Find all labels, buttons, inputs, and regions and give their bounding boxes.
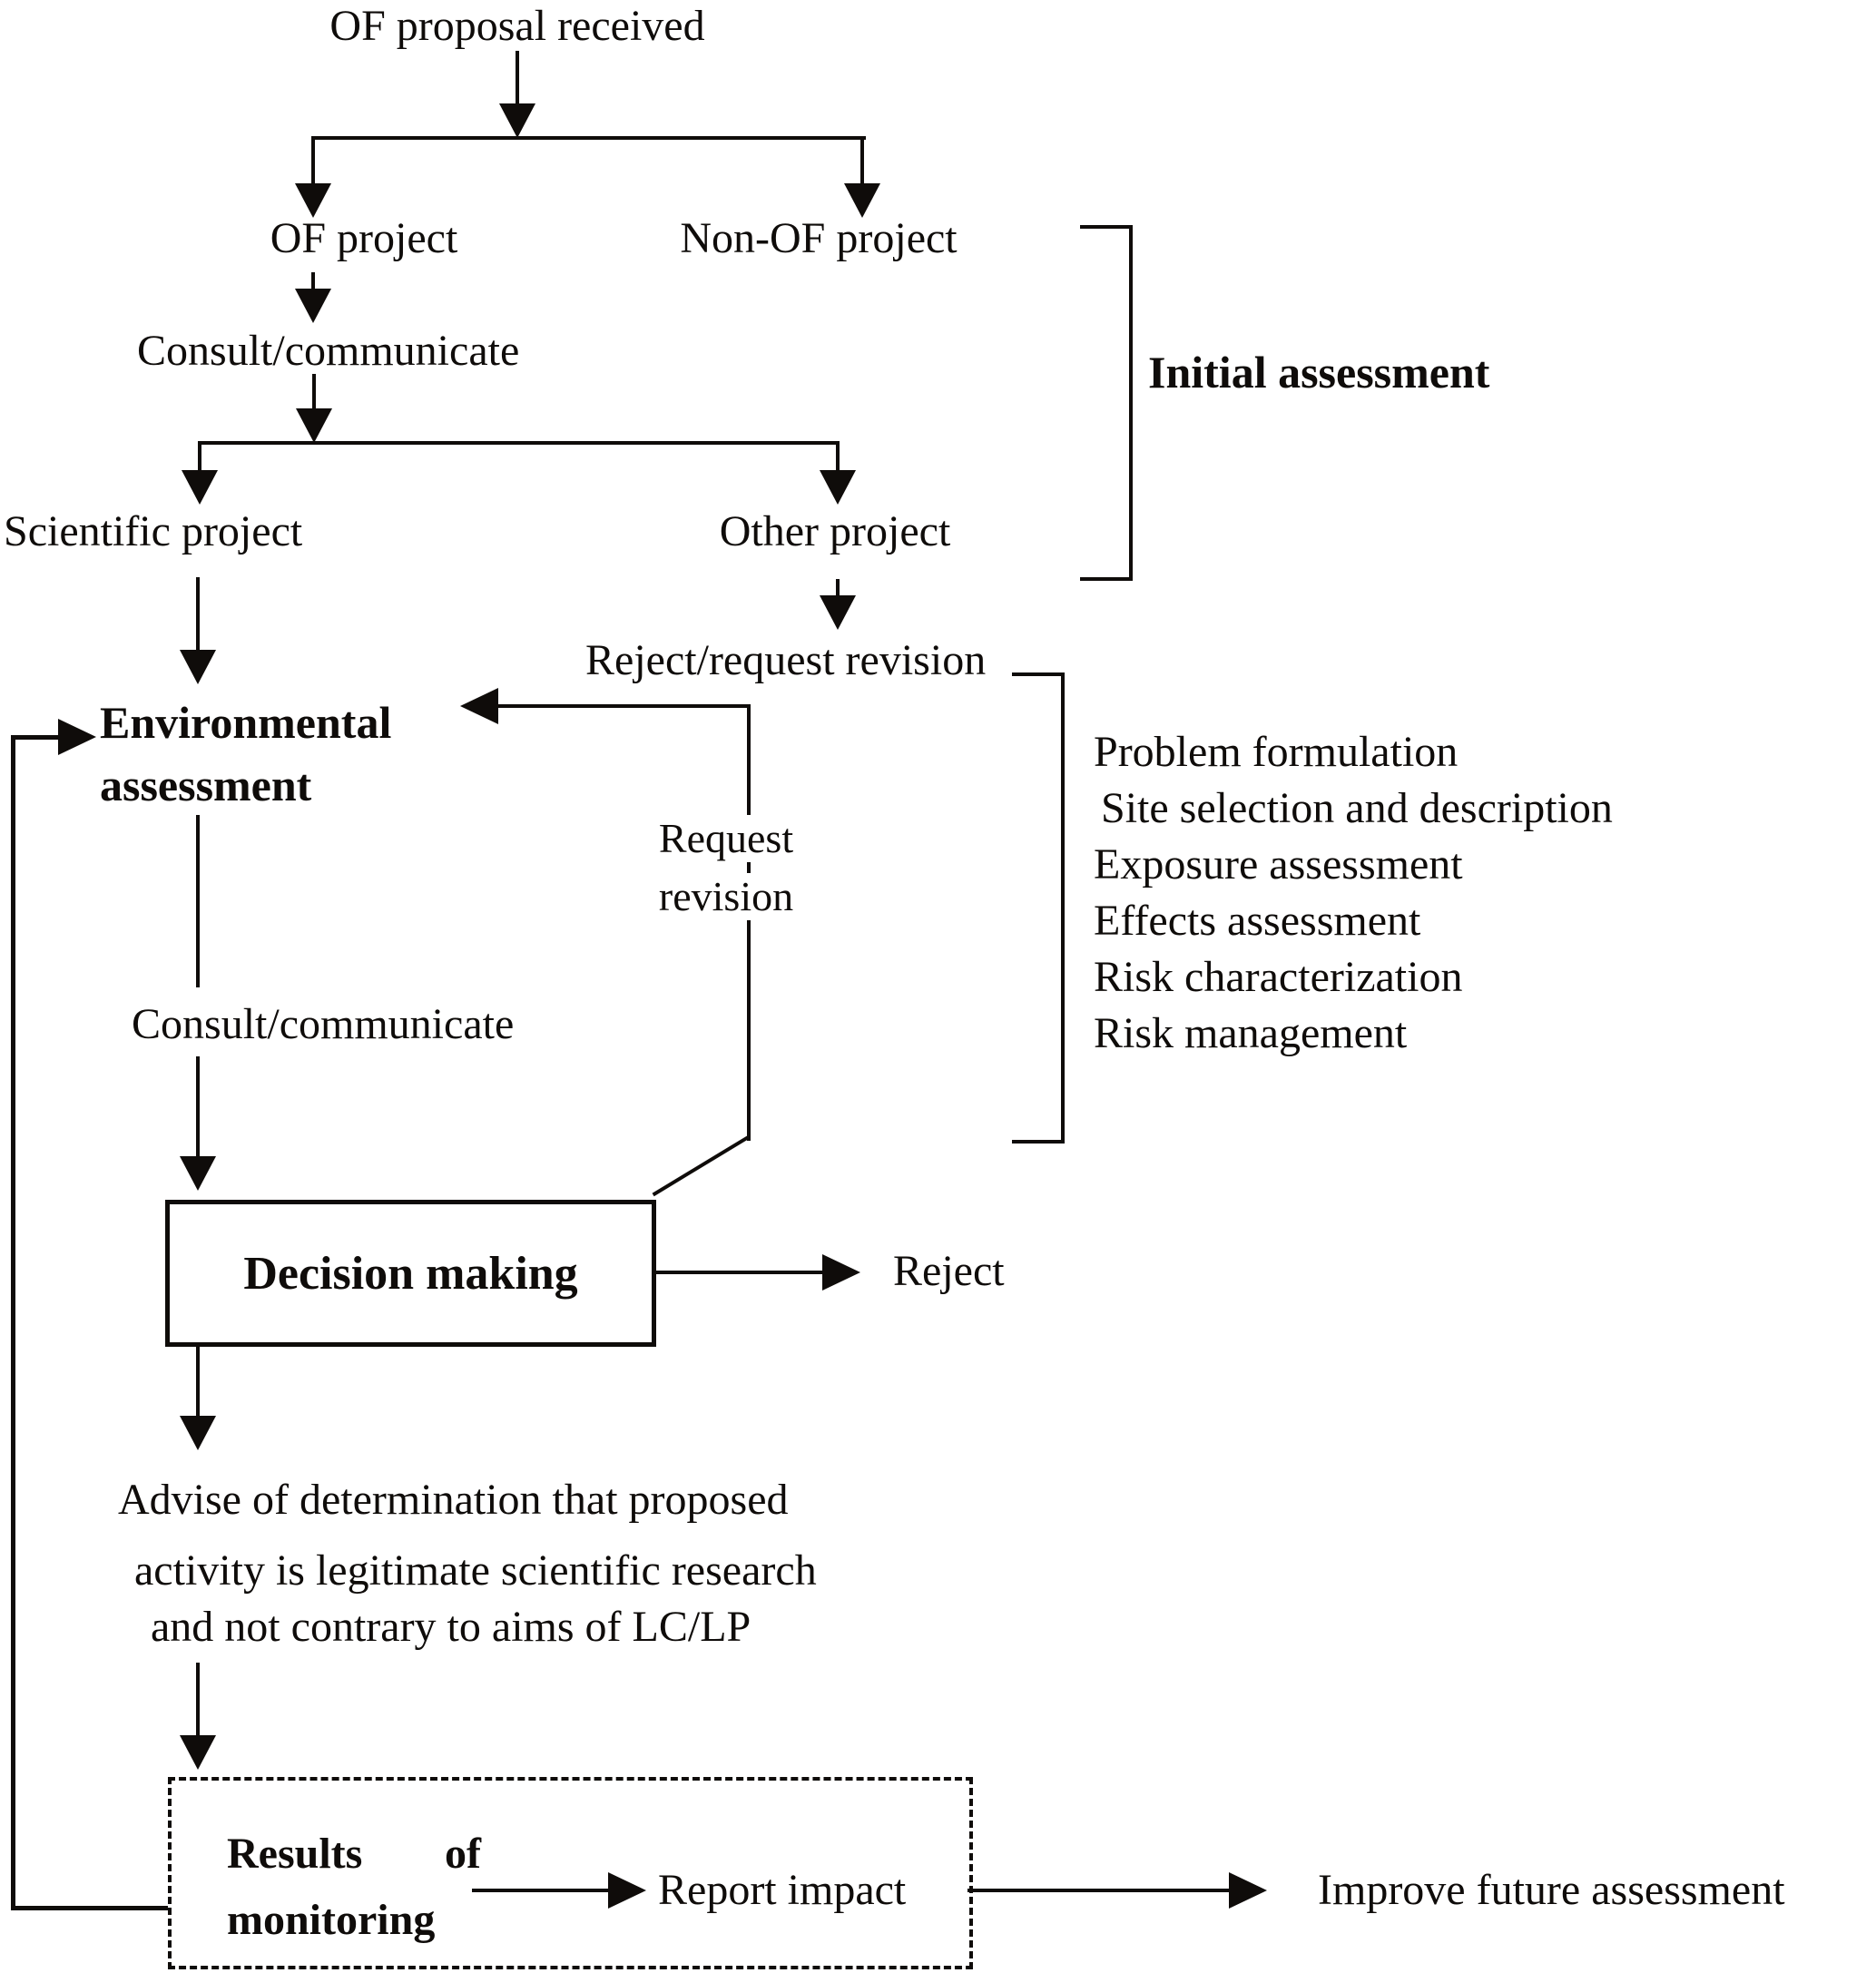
loop-left-top-horizontal (11, 735, 60, 740)
connector-title-stem (516, 51, 519, 105)
node-of-proposal-received: OF proposal received (329, 2, 705, 50)
bracket2-top-tick (1012, 672, 1061, 676)
label-request-revision-line2: revision (649, 873, 803, 921)
node-consult-communicate-2: Consult/communicate (132, 1000, 515, 1048)
node-advise-line1: Advise of determination that proposed (118, 1476, 789, 1524)
arrowhead-down-split1 (499, 103, 535, 138)
loop-left-bottom-horizontal (11, 1906, 168, 1910)
bracket2-vertical (1061, 672, 1065, 1144)
arrowhead-down-other (820, 470, 856, 505)
label-initial-assessment: Initial assessment (1148, 347, 1490, 398)
node-results-word1: Results (227, 1830, 363, 1878)
arrowhead-right-reject (822, 1254, 860, 1291)
connector-branch-non-of-project (860, 136, 864, 185)
arrowhead-down-non-of-project (844, 183, 880, 218)
node-decision-making-label: Decision making (243, 1247, 578, 1300)
connector-branch-other (836, 441, 840, 472)
list-item-problem-formulation: Problem formulation (1094, 728, 1459, 776)
loop-revision-diagonal (652, 1135, 749, 1197)
arrowhead-down-decision (180, 1156, 216, 1191)
bracket1-vertical (1129, 225, 1133, 581)
list-item-site-selection: Site selection and description (1101, 784, 1613, 832)
node-decision-making-box: Decision making (165, 1200, 656, 1347)
connector-split2 (200, 441, 839, 445)
label-request-revision-line1: Request (649, 815, 803, 863)
list-item-effects-assessment: Effects assessment (1094, 897, 1421, 945)
connector-consult2-decision (196, 1056, 200, 1158)
arrowhead-down-scientific (182, 470, 218, 505)
connector-decision-reject (656, 1271, 822, 1274)
connector-advise-results (196, 1663, 200, 1737)
bracket2-bottom-tick (1012, 1140, 1061, 1144)
node-improve-future-assessment: Improve future assessment (1318, 1866, 1785, 1914)
node-advise-line2: activity is legitimate scientific resear… (134, 1546, 817, 1595)
connector-report-improve (967, 1889, 1229, 1892)
node-scientific-project: Scientific project (4, 507, 303, 555)
node-advise-line3: and not contrary to aims of LC/LP (151, 1603, 751, 1651)
connector-results-report (472, 1889, 608, 1892)
node-results-of-line: Results of (227, 1831, 481, 1877)
list-item-risk-characterization: Risk characterization (1094, 953, 1463, 1001)
arrowhead-down-advise (180, 1416, 216, 1450)
connector-branch-of-project (311, 136, 315, 185)
node-environmental-assessment-line1: Environmental (100, 697, 392, 748)
node-consult-communicate-1: Consult/communicate (137, 327, 520, 375)
arrowhead-down-ea (180, 650, 216, 684)
arrowhead-right-improve (1229, 1872, 1267, 1909)
node-reject-request-revision: Reject/request revision (585, 636, 987, 684)
loop-revision-horizontal (498, 704, 751, 708)
arrowhead-right-into-ea (58, 719, 96, 755)
connector-branch-scientific (198, 441, 201, 472)
arrowhead-down-split2 (296, 408, 332, 443)
bracket1-top-tick (1080, 225, 1129, 229)
node-of-project: OF project (270, 214, 458, 262)
bracket1-bottom-tick (1080, 577, 1129, 581)
node-report-impact: Report impact (658, 1866, 907, 1914)
node-other-project: Other project (719, 507, 951, 555)
node-results-word2: of (445, 1830, 481, 1878)
node-reject: Reject (893, 1247, 1005, 1295)
connector-scientific-ea (196, 577, 200, 652)
connector-other-reject (836, 579, 840, 597)
arrowhead-down-consult1 (295, 289, 331, 323)
loop-left-vertical (11, 735, 15, 1910)
list-item-risk-management: Risk management (1094, 1009, 1408, 1057)
node-environmental-assessment-line2: assessment (100, 760, 312, 810)
arrowhead-down-reject-revision (820, 595, 856, 630)
loop-revision-vertical (747, 704, 751, 1141)
node-results-monitoring-box (168, 1777, 973, 1969)
node-non-of-project: Non-OF project (680, 214, 958, 262)
connector-ea-consult2 (196, 815, 200, 987)
arrowhead-down-results (180, 1735, 216, 1770)
arrowhead-down-of-project (295, 183, 331, 218)
arrowhead-left-into-ea (460, 688, 498, 724)
node-results-monitoring-line2: monitoring (227, 1896, 436, 1944)
connector-consult-split2 (312, 374, 316, 410)
list-item-exposure-assessment: Exposure assessment (1094, 840, 1463, 888)
connector-ofproject-consult (311, 272, 315, 290)
connector-split1 (313, 136, 866, 140)
connector-decision-advise (196, 1347, 200, 1418)
arrowhead-right-report (608, 1872, 646, 1909)
